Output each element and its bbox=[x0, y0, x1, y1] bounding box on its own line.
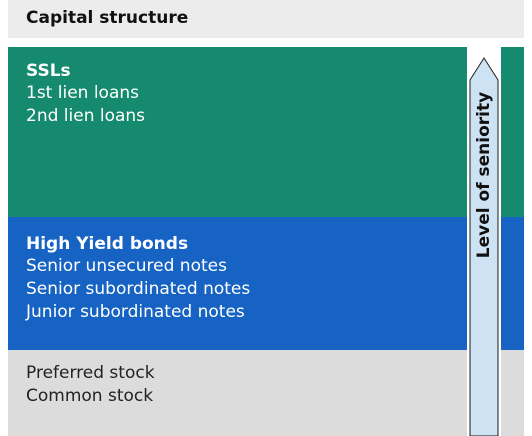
equity-item-common: Common stock bbox=[26, 386, 154, 406]
high-yield-block: High Yield bonds Senior unsecured notes … bbox=[8, 217, 524, 350]
ssl-item-1st-lien: 1st lien loans bbox=[26, 83, 139, 103]
hy-item-junior-subordinated: Junior subordinated notes bbox=[26, 302, 245, 322]
hy-item-senior-subordinated: Senior subordinated notes bbox=[26, 279, 251, 299]
high-yield-block-title: High Yield bonds bbox=[26, 234, 189, 254]
ssl-item-2nd-lien: 2nd lien loans bbox=[26, 106, 146, 126]
header-bar: Capital structure bbox=[8, 0, 524, 38]
ssl-block: SSLs 1st lien loans 2nd lien loans bbox=[8, 47, 524, 217]
hy-item-senior-unsecured: Senior unsecured notes bbox=[26, 256, 227, 276]
ssl-block-title: SSLs bbox=[26, 61, 71, 81]
equity-block: Preferred stock Common stock bbox=[8, 350, 524, 436]
diagram-title: Capital structure bbox=[26, 8, 189, 28]
seniority-label: Level of seniority bbox=[474, 91, 494, 259]
equity-item-preferred: Preferred stock bbox=[26, 363, 155, 383]
